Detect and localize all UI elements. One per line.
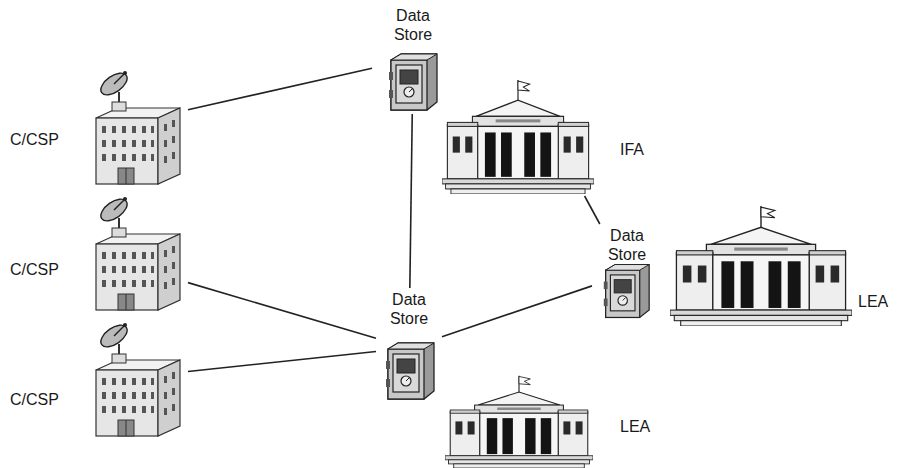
connector-line bbox=[188, 283, 376, 339]
node-label: C/CSP bbox=[10, 130, 74, 149]
node-label: C/CSP bbox=[10, 390, 74, 409]
provider-node: C/CSP bbox=[8, 322, 188, 440]
agency-node: LEA bbox=[443, 372, 665, 468]
connector-line bbox=[188, 68, 372, 109]
provider-node: C/CSP bbox=[8, 72, 188, 188]
agency-building bbox=[445, 376, 593, 468]
provider-building bbox=[96, 195, 180, 310]
connector-line bbox=[188, 352, 376, 372]
provider-building bbox=[96, 321, 180, 436]
node-label: C/CSP bbox=[10, 260, 74, 279]
connector-line bbox=[442, 286, 592, 337]
provider-node: C/CSP bbox=[8, 198, 188, 314]
agency-building bbox=[670, 206, 852, 326]
node-label: Data Store bbox=[597, 226, 657, 264]
data-safe bbox=[389, 54, 437, 110]
node-label: IFA bbox=[620, 140, 662, 159]
provider-building bbox=[96, 69, 180, 184]
connector-line bbox=[585, 196, 600, 224]
data-store-node: Data Store bbox=[592, 224, 662, 324]
agency-node: LEA bbox=[668, 204, 899, 328]
agency-building bbox=[442, 80, 594, 194]
connector-line bbox=[410, 114, 412, 288]
node-label: LEA bbox=[858, 292, 896, 311]
data-safe bbox=[604, 265, 649, 318]
agency-node: IFA bbox=[440, 78, 665, 196]
data-store-node: Data Store bbox=[372, 4, 454, 114]
data-store-node: Data Store bbox=[376, 288, 442, 408]
node-label: LEA bbox=[620, 417, 662, 436]
node-label: Data Store bbox=[383, 6, 443, 44]
data-safe bbox=[386, 343, 434, 399]
node-label: Data Store bbox=[379, 290, 439, 328]
